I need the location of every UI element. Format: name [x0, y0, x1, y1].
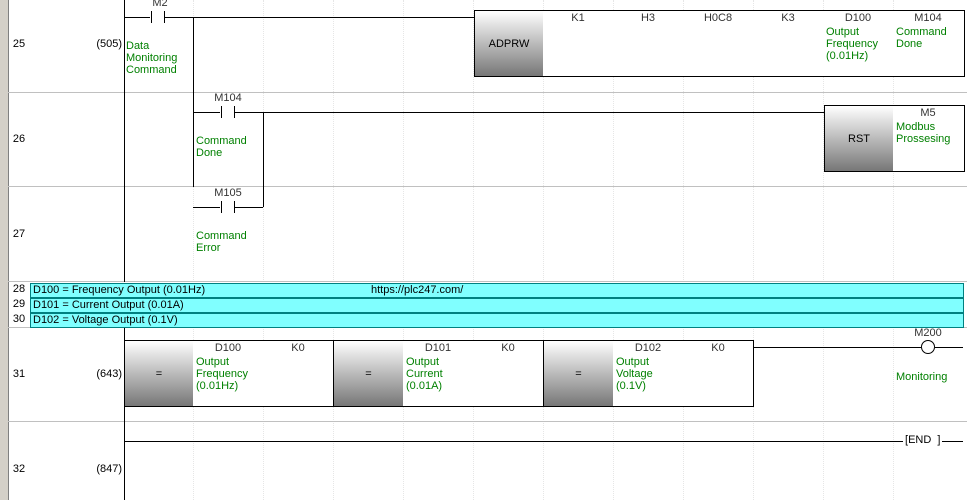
row-separator [8, 281, 967, 282]
operand-comment: Output Frequency (0.01Hz) [826, 26, 878, 62]
coil-device-label: M200 [914, 327, 942, 339]
operand-label: H3 [640, 12, 656, 24]
operand-comment: Output Current (0.01A) [406, 356, 443, 392]
rung-wire [935, 347, 963, 348]
operand-label: D100 [844, 12, 872, 24]
no-contact-m105[interactable] [221, 201, 235, 213]
row-separator [8, 421, 967, 422]
operand-label: D102 [634, 342, 662, 354]
step-number: (847) [96, 463, 122, 475]
row-number: 29 [12, 298, 26, 310]
comment-text: D100 = Frequency Output (0.01Hz) [33, 284, 206, 296]
left-gutter [0, 0, 9, 500]
grid-col [473, 0, 474, 500]
operand-label: M5 [920, 107, 936, 119]
rung-wire [164, 17, 474, 18]
grid-col [753, 0, 754, 500]
no-contact-m104[interactable] [221, 106, 235, 118]
contact-comment: Command Done [196, 135, 247, 159]
row-number: 31 [12, 368, 26, 380]
left-power-rail [124, 327, 125, 500]
rung-wire [234, 112, 824, 113]
grid-col [543, 0, 544, 500]
row-number: 32 [12, 463, 26, 475]
step-number: (643) [96, 368, 122, 380]
grid-col [403, 0, 404, 500]
rung-wire [234, 207, 263, 208]
left-power-rail [124, 0, 125, 282]
grid-col [263, 0, 264, 500]
step-number: (505) [96, 38, 122, 50]
operand-label: D101 [424, 342, 452, 354]
contact-comment: Command Error [196, 230, 247, 254]
instruction-name[interactable]: ADPRW [475, 11, 543, 76]
row-number: 25 [12, 38, 26, 50]
operand-label: K0 [501, 342, 515, 354]
grid-col [823, 0, 824, 500]
output-coil-m200[interactable] [921, 340, 935, 354]
grid-col [333, 0, 334, 500]
contact-comment: Data Monitoring Command [126, 40, 178, 76]
operand-label: D100 [214, 342, 242, 354]
operand-label: M104 [914, 12, 942, 24]
grid-col [683, 0, 684, 500]
row-number: 28 [12, 283, 26, 295]
comment-row-28[interactable]: D100 = Frequency Output (0.01Hz) https:/… [30, 283, 964, 298]
operand-comment: Command Done [896, 26, 947, 50]
adprw-instruction-block[interactable] [474, 10, 965, 77]
comment-text: D102 = Voltage Output (0.1V) [33, 314, 178, 326]
row-separator [8, 186, 967, 187]
rung-wire [193, 207, 220, 208]
grid-col [893, 0, 894, 500]
operand-comment: Output Voltage (0.1V) [616, 356, 653, 392]
contact-device-label: M2 [152, 0, 168, 9]
coil-comment: Monitoring [896, 371, 948, 383]
comment-row-29[interactable]: D101 = Current Output (0.01A) [30, 298, 964, 313]
compare-operator[interactable]: = [544, 341, 613, 406]
comment-url: https://plc247.com/ [371, 284, 464, 296]
end-rung-wire [124, 441, 963, 442]
rung-wire [753, 347, 921, 348]
branch-wire [263, 112, 264, 207]
no-contact-m2[interactable] [151, 11, 165, 23]
row-number: 30 [12, 313, 26, 325]
grid-col [613, 0, 614, 500]
comment-row-30[interactable]: D102 = Voltage Output (0.1V) [30, 313, 964, 328]
contact-device-label: M104 [214, 92, 242, 104]
contact-device-label: M105 [214, 187, 242, 199]
row-separator [8, 92, 967, 93]
end-instruction[interactable]: [END ] [903, 434, 943, 446]
compare-operator[interactable]: = [125, 341, 193, 406]
operand-label: H0C8 [703, 12, 733, 24]
comment-text: D101 = Current Output (0.01A) [33, 299, 184, 311]
row-number: 27 [12, 228, 26, 240]
operand-label: K1 [571, 12, 585, 24]
compare-operator[interactable]: = [334, 341, 403, 406]
branch-wire [193, 17, 194, 187]
rung-wire [193, 112, 220, 113]
row-number: 26 [12, 133, 26, 145]
rung-wire [124, 17, 150, 18]
operand-comment: Modbus Prossesing [896, 121, 951, 145]
operand-label: K3 [781, 12, 795, 24]
operand-label: K0 [711, 342, 725, 354]
instruction-name[interactable]: RST [825, 106, 893, 171]
grid-col [193, 0, 194, 500]
operand-comment: Output Frequency (0.01Hz) [196, 356, 248, 392]
operand-label: K0 [291, 342, 305, 354]
